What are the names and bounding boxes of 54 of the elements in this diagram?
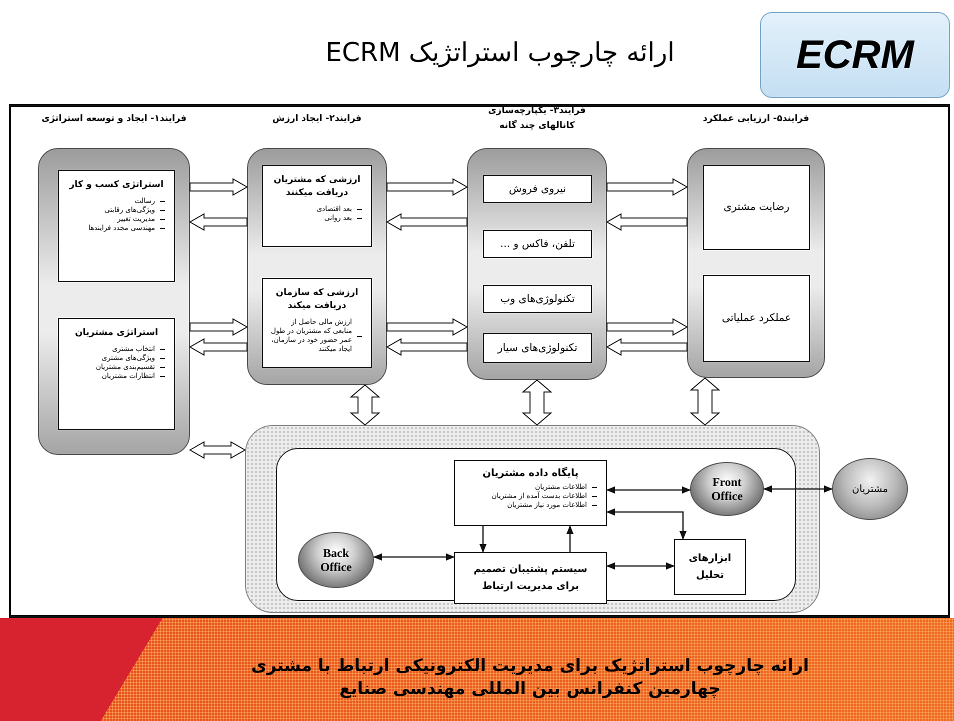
text-box: تکنولوژی‌های وب [483, 285, 592, 313]
office-ellipse: Front Office [690, 462, 764, 516]
hollow-arrow [606, 213, 688, 231]
process-heading: فرایند۳- یکپارچه‌سازی کانالهای چند گانه [487, 105, 587, 133]
hollow-arrow [522, 379, 552, 426]
arrow [606, 508, 687, 540]
customer-ellipse: مشتریان [832, 458, 908, 520]
hollow-arrow [386, 338, 468, 356]
hollow-arrow [386, 213, 468, 231]
box-heading: استراتژی کسب و کار [68, 179, 165, 192]
hollow-arrow [189, 338, 248, 356]
hollow-arrow [606, 178, 688, 196]
hollow-arrow [690, 377, 720, 426]
info-box [262, 165, 372, 247]
arrow [606, 562, 675, 570]
hollow-arrow [190, 318, 248, 336]
hollow-arrow [350, 384, 380, 426]
info-box [58, 170, 175, 282]
process-region [245, 425, 820, 613]
slide-title: ارائه چارچوب استراتژیک ECRM [324, 38, 676, 68]
arrow [763, 485, 833, 493]
info-box [262, 278, 372, 368]
hollow-arrow [189, 213, 248, 231]
hollow-arrow [189, 441, 246, 459]
text-box: سیستم پشتیبان تصمیم برای مدیریت ارتباط [454, 552, 607, 604]
process-heading: فرایند۵- ارزیابی عملکرد [702, 113, 810, 126]
inner-panel [276, 448, 796, 601]
hollow-arrow [386, 318, 468, 336]
hollow-arrow [606, 318, 688, 336]
text-box: رضایت مشتری [703, 165, 810, 250]
box-heading: ارزشی که سازمان دریافت میکند [274, 287, 360, 313]
arrow [566, 525, 574, 552]
info-box [58, 318, 175, 430]
arrow [479, 526, 487, 553]
process-heading: فرایند۲- ایجاد ارزش [271, 113, 363, 126]
office-ellipse: Back Office [298, 532, 374, 588]
arrow [372, 553, 455, 561]
info-box [454, 460, 607, 526]
text-box: تلفن، فاکس و ... [483, 230, 592, 258]
box-heading: پایگاه داده مشتریان [481, 467, 580, 480]
text-box: ابزارهای تحلیل [674, 539, 746, 595]
text-box: تکنولوژی‌های سیار [483, 333, 592, 363]
box-heading: ارزشی که مشتریان دریافت میکنند [272, 174, 362, 200]
box-heading: استراتژی مشتریان [74, 327, 160, 340]
title-badge: ECRM [760, 12, 950, 98]
arrow [606, 486, 691, 494]
caption-text: ارائه چارچوب استراتژیک برای مدیریت الکترونیکی ارتباط با مشتری [250, 655, 810, 677]
process-heading: فرایند۱- ایجاد و توسعه استراتژی [40, 113, 188, 126]
text-box: عملکرد عملیاتی [703, 275, 810, 362]
hollow-arrow [386, 178, 468, 196]
hollow-arrow [606, 338, 688, 356]
text-box: نیروی فروش [483, 175, 592, 203]
source-note: چهارمین کنفرانس بین المللی مهندسی صنایع [338, 678, 722, 700]
hollow-arrow [190, 178, 248, 196]
